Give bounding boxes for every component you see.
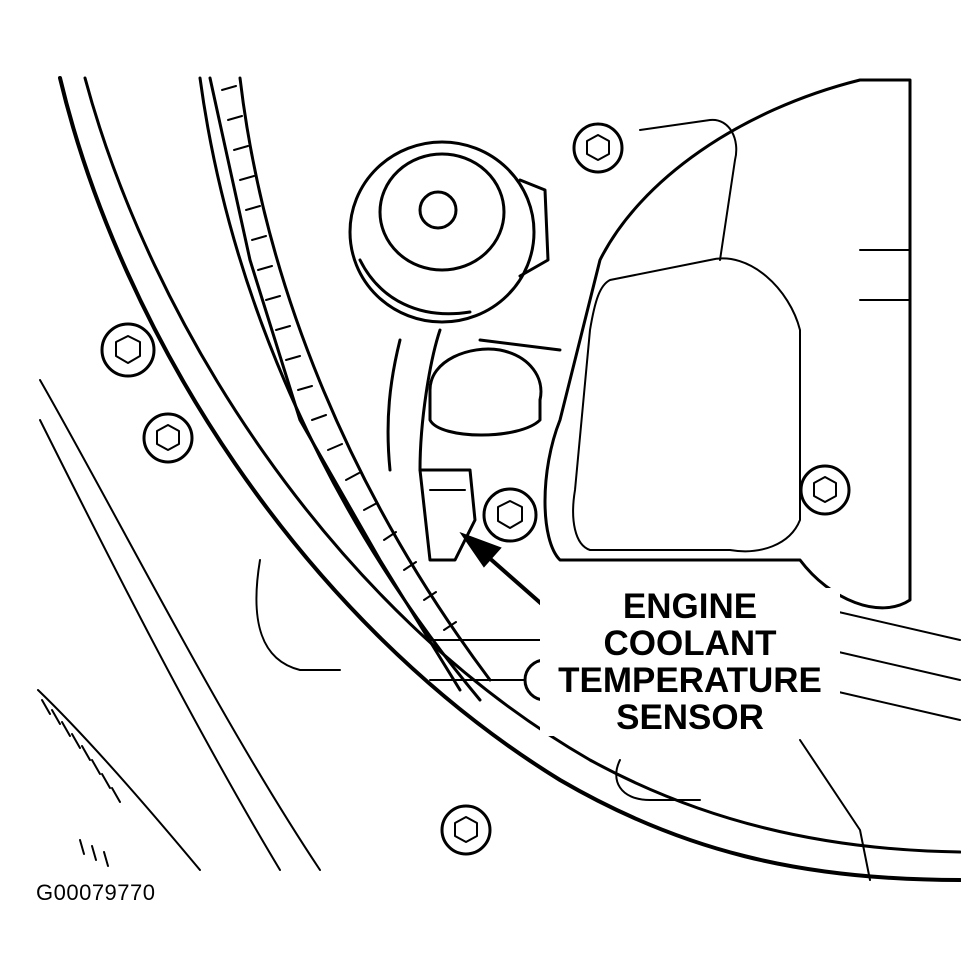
bolt-icon xyxy=(482,487,538,543)
bolts xyxy=(100,122,851,856)
callout-line-4: SENSOR xyxy=(616,698,764,737)
sensor-callout-label: ENGINE COOLANT TEMPERATURE SENSOR xyxy=(540,588,840,736)
callout-line-1: ENGINE xyxy=(622,587,758,626)
fan-shroud-curves xyxy=(37,76,961,882)
lower-left-hatch xyxy=(41,699,121,867)
filler-neck xyxy=(386,328,562,472)
bolt-icon xyxy=(142,412,194,464)
bolt-icon xyxy=(572,122,624,174)
engine-block xyxy=(255,559,871,881)
bolt-icon xyxy=(799,464,851,516)
valve-cover-housing xyxy=(543,78,961,721)
bolt-icon xyxy=(100,322,156,378)
figure-id: G00079770 xyxy=(36,880,156,905)
radiator-cap xyxy=(348,140,550,324)
bolt-icon xyxy=(440,804,492,856)
callout-line-3: TEMPERATURE xyxy=(558,661,822,700)
ribbed-hose xyxy=(208,76,462,692)
callout-line-2: COOLANT xyxy=(603,624,777,663)
coolant-temperature-sensor xyxy=(418,468,477,562)
